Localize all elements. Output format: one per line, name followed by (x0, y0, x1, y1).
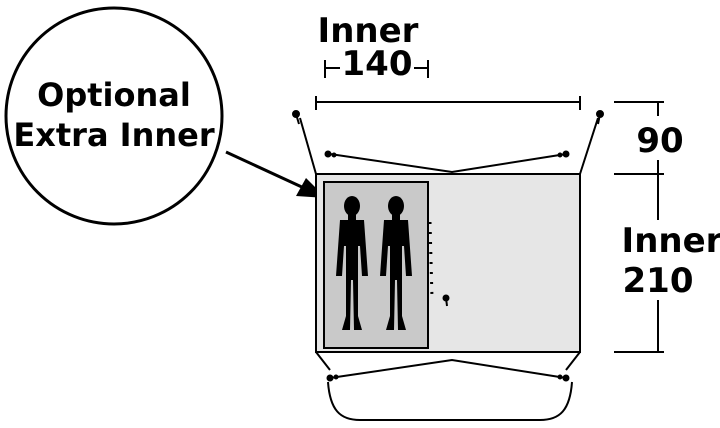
inner-width-value: 140 (342, 44, 413, 84)
overall-width-bracket (315, 96, 581, 110)
inner-width-label: Inner (318, 11, 419, 51)
optional-inner-callout: Optional Extra Inner (4, 6, 224, 226)
callout-line-2: Extra Inner (13, 116, 214, 154)
tent-body (299, 117, 599, 421)
porch-depth-value: 90 (636, 121, 683, 161)
callout-line-1: Optional (37, 76, 191, 114)
inner-width-dimension: Inner 140 (318, 11, 429, 84)
inner-length-label: Inner (622, 221, 720, 261)
porch-depth-dimension: 90 (614, 101, 684, 175)
tent-peg-icon (292, 110, 604, 382)
callout-circle (4, 6, 224, 226)
front-porch-outline (299, 117, 599, 175)
inner-length-value: 210 (623, 261, 694, 301)
inner-length-dimension: Inner 210 (614, 174, 720, 353)
rear-porch-outline (315, 351, 581, 371)
